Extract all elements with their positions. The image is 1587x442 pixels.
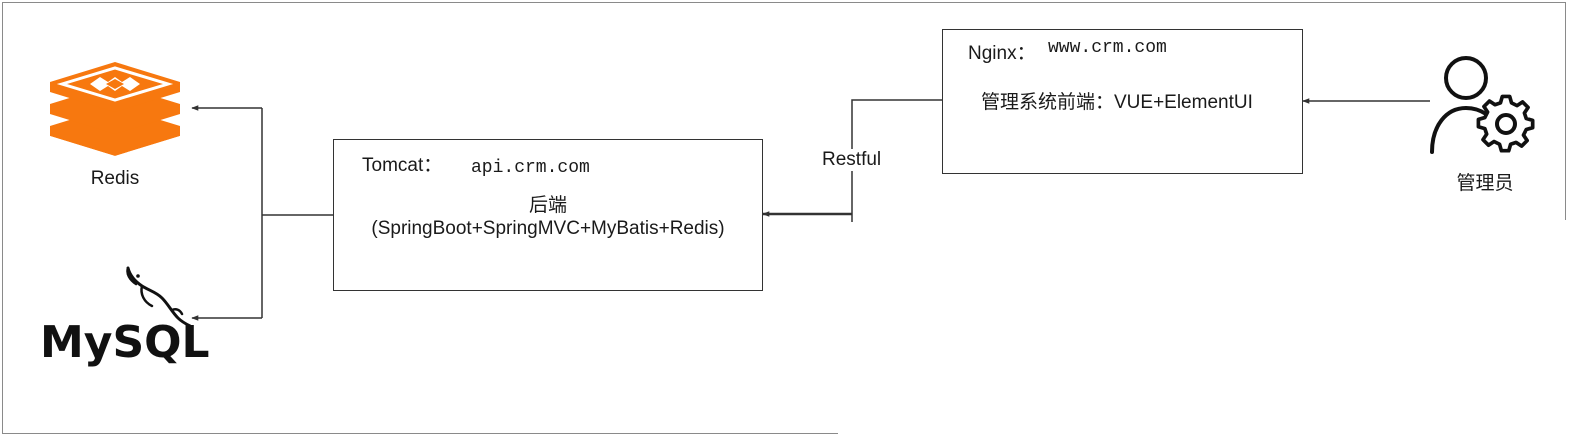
frontend-box: Nginx： www.crm.com 管理系统前端：VUE+ElementUI	[942, 29, 1303, 174]
restful-label: Restful	[821, 149, 883, 171]
canvas-frame-left	[2, 2, 838, 434]
frontend-server-label: Nginx：	[968, 43, 1036, 64]
admin-label: 管理员	[1456, 173, 1514, 194]
backend-server-label: Tomcat：	[362, 155, 443, 176]
mysql-dolphin-icon	[126, 266, 192, 328]
canvas-frame-right	[838, 2, 1566, 220]
frontend-title: 管理系统前端：VUE+ElementUI	[981, 92, 1253, 113]
backend-stack: (SpringBoot+SpringMVC+MyBatis+Redis)	[371, 218, 725, 239]
edge-restful	[851, 99, 943, 222]
frontend-domain: www.crm.com	[1048, 38, 1167, 58]
backend-domain: api.crm.com	[471, 158, 590, 178]
backend-title: 后端	[528, 195, 567, 216]
admin-user-gear-icon	[1430, 56, 1535, 154]
redis-icon	[50, 62, 180, 160]
backend-box: Tomcat： api.crm.com 后端 (SpringBoot+Sprin…	[333, 139, 763, 291]
redis-label: Redis	[90, 168, 140, 189]
mysql-wordmark: MySQL	[40, 317, 210, 368]
